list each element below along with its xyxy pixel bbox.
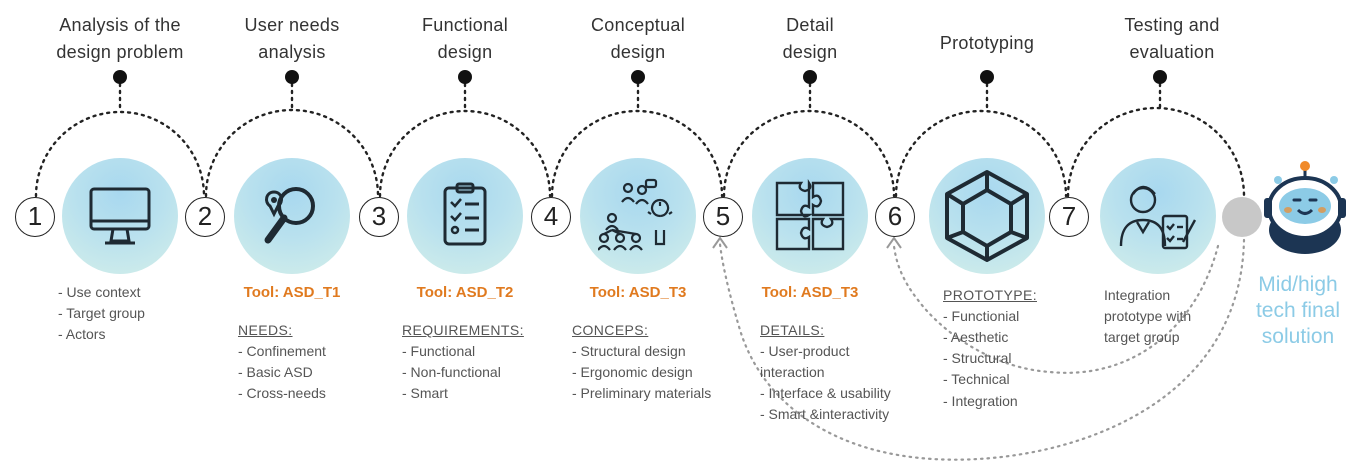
list-item: interaction	[760, 364, 825, 380]
top-dot-7	[1153, 70, 1167, 84]
arc-phase-7	[1066, 106, 1246, 198]
section-heading-needs: NEEDS:	[238, 322, 293, 338]
monitor-icon	[89, 187, 151, 245]
phase-icon-circle-6	[929, 158, 1045, 274]
checklist-icon	[443, 182, 487, 246]
list-item: - Functionial	[943, 308, 1020, 324]
list-item: - Technical	[943, 371, 1010, 387]
list-item: - Target group	[58, 305, 145, 321]
list-item: - Structural	[943, 350, 1012, 366]
phase-icon-circle-7	[1100, 158, 1216, 274]
arc-phase-3	[378, 109, 552, 198]
step-number-4: 4	[531, 197, 571, 237]
cube-icon	[945, 170, 1029, 262]
step-number-5: 5	[703, 197, 743, 237]
list-item: target group	[1104, 329, 1180, 345]
arc-phase-2	[204, 108, 380, 198]
list-item: prototype with	[1104, 308, 1192, 324]
end-node	[1222, 197, 1262, 237]
evaluation-icon	[1119, 185, 1197, 250]
list-item: Integration	[1104, 287, 1171, 303]
tool-label-2: Tool: ASD_T1	[243, 284, 341, 301]
magnifier-icon	[264, 187, 315, 244]
section-heading-concepts: CONCEPS:	[572, 322, 649, 338]
list-item: - Integration	[943, 393, 1018, 409]
tool-label-4: Tool: ASD_T3	[589, 284, 687, 301]
list-item: - Smart &interactivity	[760, 406, 890, 422]
arc-phase-5	[722, 109, 896, 198]
list-item: - Actors	[58, 326, 106, 342]
top-dot-2	[285, 70, 299, 84]
list-item: - Basic ASD	[238, 364, 313, 380]
list-item: - Confinement	[238, 343, 326, 359]
section-heading-details: DETAILS:	[760, 322, 825, 338]
step-number-2: 2	[185, 197, 225, 237]
arc-phase-1	[34, 110, 206, 198]
team-ideas-icon	[598, 178, 673, 251]
top-dot-5	[803, 70, 817, 84]
phase-icon-circle-5	[752, 158, 868, 274]
top-dot-3	[458, 70, 472, 84]
list-item: - Interface & usability	[760, 385, 891, 401]
tool-label-3: Tool: ASD_T2	[416, 284, 514, 301]
arc-phase-6	[894, 109, 1068, 198]
top-dot-6	[980, 70, 994, 84]
top-dot-1	[113, 70, 127, 84]
list-item: - Non-functional	[402, 364, 501, 380]
phase-icon-circle-4	[580, 158, 696, 274]
list-item: - Aesthetic	[943, 329, 1009, 345]
list-item: - Ergonomic design	[572, 364, 693, 380]
feedback-loop-to-5	[718, 238, 1246, 461]
list-item: - User-product	[760, 343, 850, 359]
list-item: - Use context	[58, 284, 141, 300]
phase-title-6: Prototyping	[939, 33, 1035, 53]
list-item: - Cross-needs	[238, 385, 326, 401]
step-number-3: 3	[359, 197, 399, 237]
list-item: - Smart	[402, 385, 448, 401]
section-heading-requirements: REQUIREMENTS:	[402, 322, 524, 338]
section-heading-prototype: PROTOTYPE:	[943, 287, 1037, 303]
phase-icon-circle-2	[234, 158, 350, 274]
top-dot-4	[631, 70, 645, 84]
phase-icon-circle-1	[62, 158, 178, 274]
step-number-7: 7	[1049, 197, 1089, 237]
list-item: - Preliminary materials	[572, 385, 712, 401]
feedback-loop-to-6	[892, 244, 1220, 374]
phase-icon-circle-3	[407, 158, 523, 274]
list-item: - Functional	[402, 343, 476, 359]
step-number-1: 1	[15, 197, 55, 237]
puzzle-icon	[775, 179, 845, 251]
robot-icon	[1264, 161, 1346, 254]
list-item: - Structural design	[572, 343, 686, 359]
step-number-6: 6	[875, 197, 915, 237]
arrowhead-5	[712, 236, 728, 249]
tool-label-5: Tool: ASD_T3	[761, 284, 859, 301]
arrowhead-6	[886, 236, 902, 249]
arc-phase-4	[550, 109, 724, 198]
